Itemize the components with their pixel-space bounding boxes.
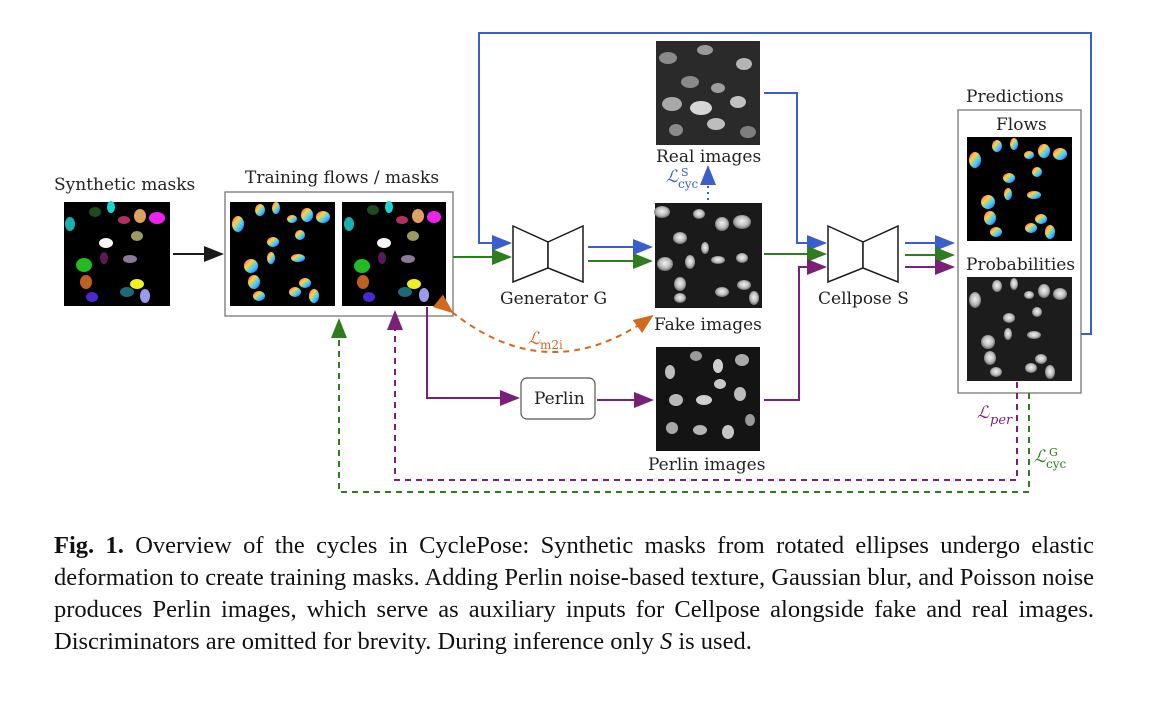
loss-per: ℒ per — [977, 403, 1013, 428]
generator-shape — [512, 224, 549, 284]
arrow-perlin-to-cellpose — [764, 259, 827, 401]
loss-cyc-g-path — [331, 318, 1030, 493]
loss-m2i-curve — [432, 294, 654, 353]
svg-text:ℒ: ℒ — [528, 329, 541, 349]
generator-label: Generator G — [500, 289, 607, 309]
perlin-images-thumb — [656, 347, 760, 451]
arrow-real-to-cellpose — [764, 92, 827, 251]
training-flows-image — [230, 202, 335, 306]
svg-text:G: G — [1049, 446, 1058, 459]
real-images-thumb — [656, 41, 760, 145]
flows-label: Flows — [996, 115, 1047, 135]
loss-cyc-g: ℒ cyc G — [1034, 446, 1067, 471]
training-flows-masks-label: Training flows / masks — [245, 168, 439, 188]
predictions-box — [957, 109, 1082, 394]
loss-per-path — [387, 310, 1018, 481]
arrow-training-to-perlin — [426, 307, 520, 406]
predictions-label: Predictions — [966, 87, 1064, 107]
svg-text:m2i: m2i — [540, 338, 563, 352]
fake-images-thumb — [654, 203, 762, 308]
predicted-probabilities-image — [967, 277, 1072, 381]
svg-text:cyc: cyc — [1046, 457, 1067, 471]
caption-italic-s: S — [659, 628, 673, 655]
probabilities-label: Probabilities — [966, 255, 1075, 275]
loss-m2i: ℒ m2i — [528, 329, 563, 352]
synthetic-masks-image — [64, 201, 170, 306]
cellpose-label: Cellpose S — [818, 289, 909, 309]
svg-text:ℒ: ℒ — [666, 167, 679, 187]
caption-text-1: Overview of the cycles in CyclePose: Syn… — [54, 532, 1094, 655]
caption-label: Fig. 1. — [54, 532, 124, 559]
svg-text:ℒ: ℒ — [977, 403, 990, 423]
svg-text:S: S — [681, 166, 689, 179]
fake-images-label: Fake images — [654, 315, 762, 335]
svg-text:per: per — [990, 413, 1013, 428]
cellpose-shape — [827, 224, 864, 284]
perlin-images-label: Perlin images — [648, 455, 765, 475]
cyclepose-overview-diagram: Synthetic masks Training flows / masks — [54, 32, 1092, 493]
synthetic-masks-label: Synthetic masks — [54, 175, 195, 195]
training-box — [224, 191, 454, 317]
loss-cyc-s: ℒ cyc S — [666, 166, 699, 191]
arrow-predictions-to-generator-blue — [478, 32, 1092, 335]
figure-caption: Fig. 1. Overview of the cycles in CycleP… — [54, 530, 1094, 658]
perlin-box-label: Perlin — [534, 389, 585, 409]
perlin-box — [520, 377, 596, 420]
svg-text:ℒ: ℒ — [1034, 447, 1047, 467]
predicted-flows-image — [967, 137, 1072, 241]
training-masks-image — [342, 201, 446, 306]
caption-text-2: is used. — [672, 628, 752, 655]
real-images-label: Real images — [656, 147, 761, 167]
svg-text:cyc: cyc — [678, 177, 699, 191]
